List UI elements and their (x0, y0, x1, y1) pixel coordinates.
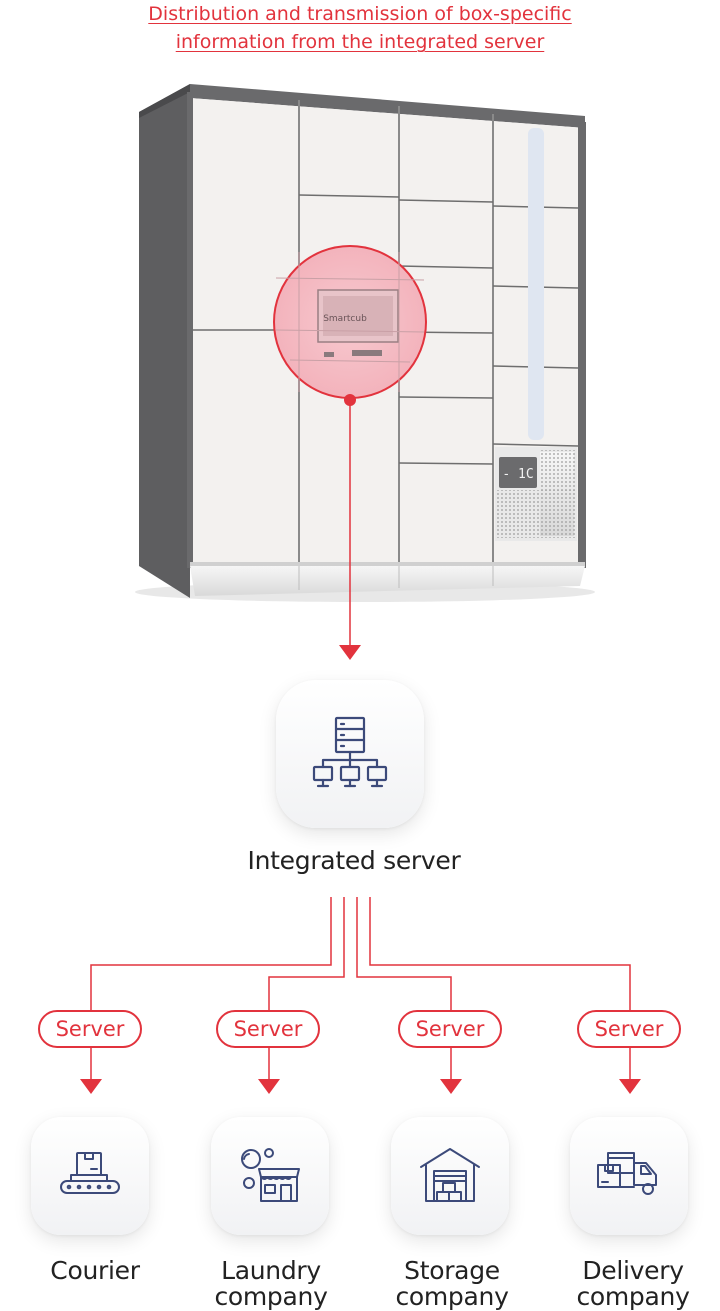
arrow-down-icon (80, 1079, 102, 1094)
courier-label: Courier (50, 1256, 140, 1285)
integrated-server-card (276, 680, 424, 828)
integrated-server-label: Integrated server (247, 846, 461, 875)
laundry-shop-icon (241, 1148, 300, 1202)
kiosk-screen-text: Smartcub (323, 314, 367, 324)
delivery-truck-icon (597, 1152, 657, 1195)
laundry-label: Laundry company (214, 1256, 328, 1311)
server-pill-laundry: Server (216, 1010, 320, 1048)
arrow-down-icon (440, 1079, 462, 1094)
arrow-down-icon (619, 1079, 641, 1094)
temperature-display: - 1C (502, 467, 533, 482)
title-line-1: Distribution and transmission of box-spe… (148, 3, 572, 25)
storage-card (391, 1117, 509, 1235)
storage-label: Storage company (395, 1256, 509, 1311)
warehouse-icon (420, 1148, 480, 1202)
conveyor-box-icon (60, 1152, 120, 1194)
courier-card (31, 1117, 149, 1235)
laundry-card (211, 1117, 329, 1235)
title-line-2: information from the integrated server (175, 31, 545, 53)
delivery-card (570, 1117, 688, 1235)
delivery-label: Delivery company (576, 1256, 690, 1311)
server-pill-delivery: Server (577, 1010, 681, 1048)
arrow-down-icon (258, 1079, 280, 1094)
arrow-down-icon (339, 645, 361, 660)
smart-locker-illustration: - 1C Smartcub (135, 84, 595, 602)
server-pill-storage: Server (398, 1010, 502, 1048)
server-pill-courier: Server (38, 1010, 142, 1048)
server-network-icon (312, 716, 388, 788)
diagram-title: Distribution and transmission of box-spe… (0, 0, 720, 56)
